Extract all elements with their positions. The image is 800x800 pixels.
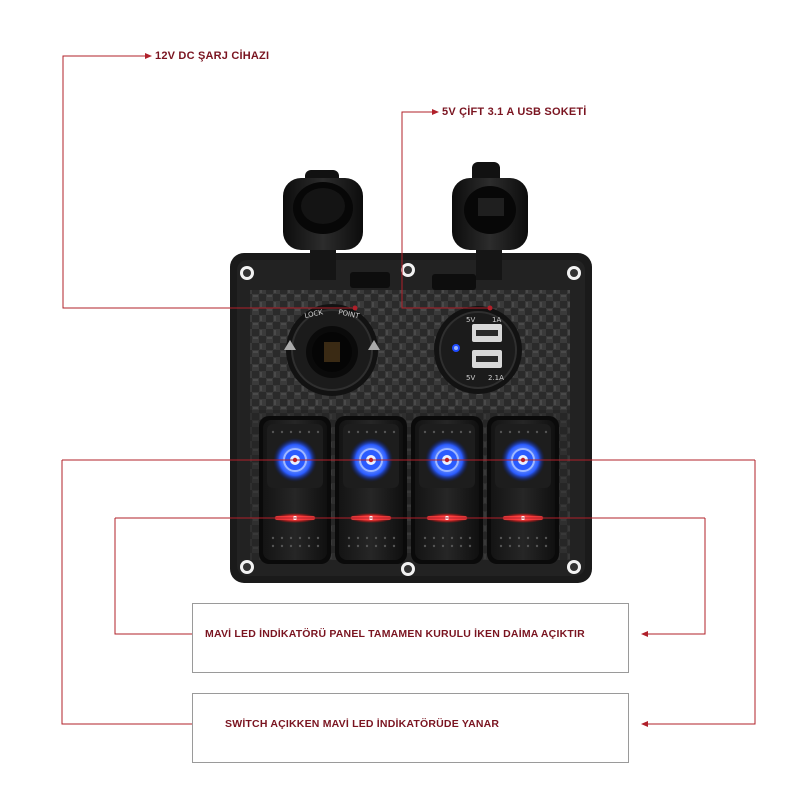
switch-led-box: SWİTCH AÇIKKEN MAVİ LED İNDİKATÖRÜDE YAN… (192, 693, 629, 763)
usb-bottom-right-label: 2.1A (488, 374, 504, 382)
switch-led-label: SWİTCH AÇIKKEN MAVİ LED İNDİKATÖRÜDE YAN… (225, 718, 500, 730)
led-always-on-label: MAVİ LED İNDİKATÖRÜ PANEL TAMAMEN KURULU… (205, 628, 585, 640)
arrow-right-icon (145, 53, 152, 59)
switch-dot-pattern (423, 430, 472, 548)
callout-lines (61, 55, 756, 725)
usb-socket: 5V 1A 5V 2.1A (434, 306, 522, 394)
arrow-left-icon (641, 631, 648, 637)
switch-dot-pattern (499, 430, 548, 548)
switch-dot-pattern (347, 430, 396, 548)
lock-label: LOCK (304, 308, 324, 320)
rocker-switches (259, 416, 559, 564)
rocker-switch[interactable] (335, 416, 407, 564)
usb-top-left-label: 5V (466, 316, 475, 324)
rocker-switch[interactable] (487, 416, 559, 564)
charger-callout-line (62, 55, 352, 309)
charger-dust-cap (283, 170, 390, 288)
usb-top-right-label: 1A (492, 316, 501, 324)
arrow-left-icon (641, 721, 648, 727)
usb-bottom-left-label: 5V (466, 374, 475, 382)
mounting-screw-icons (240, 263, 581, 576)
usb-dust-cap (432, 162, 528, 290)
rocker-switch[interactable] (259, 416, 331, 564)
charger-callout-label: 12V DC ŞARJ CİHAZI (155, 50, 270, 62)
arrow-right-icon (432, 109, 439, 115)
led-always-on-box: MAVİ LED İNDİKATÖRÜ PANEL TAMAMEN KURULU… (192, 603, 629, 673)
usb-callout-label: 5V ÇİFT 3.1 A USB SOKETİ (442, 106, 587, 118)
12v-socket: LOCK POINT (284, 304, 380, 396)
rocker-switch[interactable] (411, 416, 483, 564)
usb-callout-line (401, 111, 488, 309)
switch-dot-pattern (271, 430, 320, 548)
